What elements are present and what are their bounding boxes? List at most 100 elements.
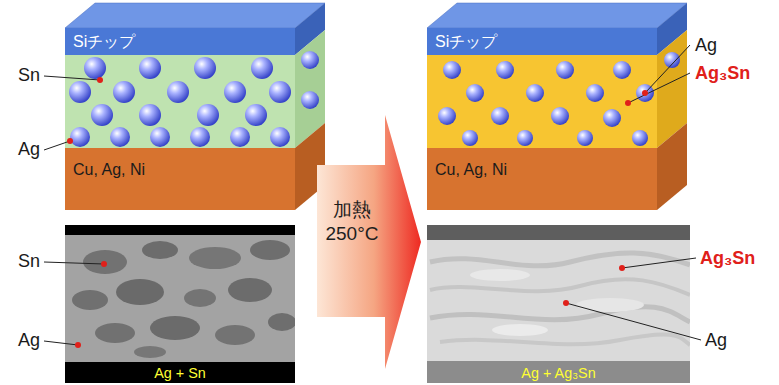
sem-image xyxy=(95,323,135,343)
node-text: Cu, Ag, Ni xyxy=(435,160,649,180)
ag-particles xyxy=(91,104,113,126)
leader-dots xyxy=(642,90,648,96)
ag-particles xyxy=(443,61,461,79)
part-label: Sn xyxy=(18,252,40,270)
leader-dots xyxy=(75,342,81,348)
sem-image xyxy=(576,298,644,312)
sem-image xyxy=(65,225,295,235)
sem-image-box: Ag + Ag₃Sn xyxy=(427,225,690,383)
sem-image xyxy=(250,240,290,260)
leader-lines xyxy=(566,303,701,340)
leader-dots xyxy=(563,300,569,306)
leader-dots xyxy=(625,100,631,106)
ag-particles xyxy=(270,127,290,147)
right-stack xyxy=(657,123,687,210)
sem-image xyxy=(492,324,548,336)
node-text: Ag + Sn xyxy=(65,364,295,382)
sem-image xyxy=(189,247,241,269)
ag-particles xyxy=(224,81,246,103)
sem-image xyxy=(440,334,690,345)
substrate-layer: Cu, Ag, Ni xyxy=(65,148,295,210)
part-label: Sn xyxy=(18,66,40,84)
ag-particles xyxy=(70,127,90,147)
ag-particles xyxy=(110,127,130,147)
ag-particles xyxy=(603,109,621,127)
sem-image xyxy=(228,278,272,302)
heating-arrow: 加熱 250°C xyxy=(315,112,423,372)
sem-image xyxy=(430,307,690,322)
ag-particles xyxy=(462,130,478,146)
arrow-shape xyxy=(317,115,421,369)
ag-particles xyxy=(194,57,216,79)
part-label: Ag xyxy=(18,331,40,349)
ag-particles xyxy=(496,61,514,79)
right-stack xyxy=(427,28,657,55)
part-label: Ag xyxy=(695,36,717,54)
ag-particles xyxy=(438,107,456,125)
sem-image xyxy=(427,361,690,383)
ag-particles xyxy=(197,104,219,126)
chip-layer: Siチップ xyxy=(427,28,657,55)
ag-particles xyxy=(301,91,319,109)
sem-image xyxy=(142,241,178,259)
right-stack xyxy=(427,3,687,28)
part-label: Ag₃Sn xyxy=(695,64,750,82)
sem-image xyxy=(427,225,690,383)
sem-image xyxy=(268,313,295,331)
sem-image xyxy=(65,225,295,383)
right-stack xyxy=(427,148,657,210)
leader-lines xyxy=(44,76,100,80)
node-text: Siチップ xyxy=(435,32,649,52)
ag-particles xyxy=(113,81,135,103)
ag-particles xyxy=(245,104,267,126)
sem-image xyxy=(65,362,295,383)
sem-image xyxy=(215,325,255,345)
sem-image xyxy=(184,289,216,307)
leader-lines xyxy=(645,45,690,93)
leader-dots xyxy=(67,138,73,144)
ag-particles xyxy=(517,130,533,146)
ag-particles xyxy=(632,130,648,146)
part-label: Ag xyxy=(705,331,727,349)
leader-dots xyxy=(97,77,103,83)
node-text: Ag + Ag₃Sn xyxy=(427,364,690,382)
right-stack xyxy=(427,3,687,210)
substrate-layer: Cu, Ag, Ni xyxy=(427,148,657,210)
ag-particles xyxy=(190,127,210,147)
sem-image xyxy=(83,250,127,274)
ag-particles xyxy=(613,61,631,79)
ag-particles xyxy=(664,52,680,68)
chip-layer: Siチップ xyxy=(65,28,295,55)
leader-lines xyxy=(622,258,696,268)
ag-particles xyxy=(438,52,680,146)
leader-dots xyxy=(619,265,625,271)
ag-particles xyxy=(556,61,574,79)
node-text: Siチップ xyxy=(73,32,287,52)
ag-particles xyxy=(269,81,291,103)
sem-image xyxy=(116,279,164,305)
left-stack xyxy=(65,3,325,28)
ag-particles xyxy=(150,127,170,147)
sem-image xyxy=(427,225,690,240)
sem-image xyxy=(427,225,690,383)
ag-particles xyxy=(139,57,161,79)
ag-particles xyxy=(69,51,319,147)
leader-lines xyxy=(44,141,70,150)
ag-particles xyxy=(586,84,604,102)
ag-particles xyxy=(301,51,319,69)
ag-particles xyxy=(230,127,250,147)
left-stack xyxy=(65,28,295,55)
sem-image xyxy=(150,316,200,340)
right-stack xyxy=(427,55,657,148)
part-label: Ag xyxy=(18,140,40,158)
left-stack xyxy=(65,148,295,210)
node-text: Cu, Ag, Ni xyxy=(73,160,287,180)
ag-particles xyxy=(139,104,161,126)
sem-image-box: Ag + Sn xyxy=(65,225,295,383)
leader-dots xyxy=(101,261,107,267)
sem-image xyxy=(65,225,295,383)
leader-lines xyxy=(44,262,104,264)
leader-lines xyxy=(44,341,78,345)
ag-particles xyxy=(69,81,91,103)
